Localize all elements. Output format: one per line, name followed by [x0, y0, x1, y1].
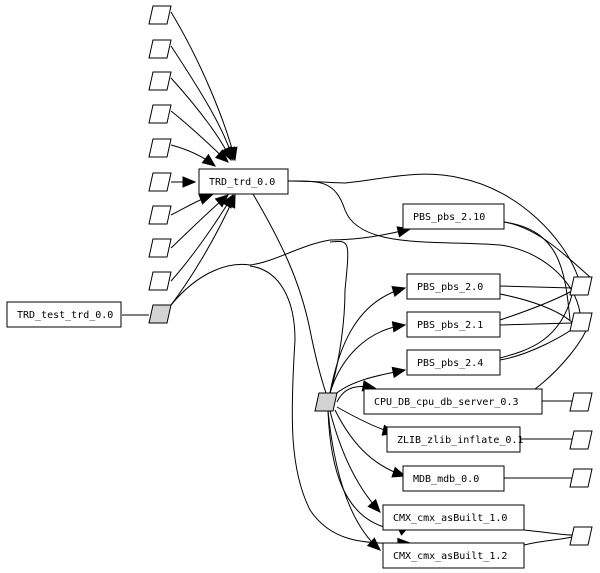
- arrowhead-icon: [391, 466, 407, 478]
- node-label: PBS_pbs_2.4: [417, 358, 483, 369]
- node-label: PBS_pbs_2.10: [413, 212, 485, 223]
- arrowhead-icon: [366, 537, 381, 551]
- edge: [503, 221, 571, 321]
- node-label: MDB_mdb_0.0: [413, 474, 479, 485]
- arrowhead-icon: [220, 146, 232, 162]
- node-pbs-2-1[interactable]: PBS_pbs_2.1: [406, 311, 501, 338]
- node-label: PBS_pbs_2.0: [417, 282, 483, 293]
- node-box: [198, 168, 289, 195]
- node-box: [6, 301, 122, 328]
- node-box: [402, 465, 505, 492]
- node-pbs-2-0[interactable]: PBS_pbs_2.0: [406, 273, 501, 300]
- edge: [503, 221, 591, 278]
- node-label: TRD_test_trd_0.0: [17, 310, 113, 321]
- leaf-node[interactable]: [148, 138, 172, 158]
- edge: [329, 410, 381, 513]
- arrowhead-icon: [224, 193, 236, 209]
- node-label: CMX_cmx_asBuilt_1.0: [393, 513, 507, 524]
- arrowhead-icon: [182, 176, 197, 188]
- node-box: [406, 311, 501, 338]
- edge: [287, 173, 579, 278]
- leaf-node[interactable]: [148, 71, 172, 91]
- node-trd[interactable]: TRD_trd_0.0: [198, 168, 289, 195]
- edge: [499, 293, 576, 326]
- hub-node[interactable]: [148, 304, 172, 324]
- arrowhead-icon: [391, 321, 407, 333]
- node-box: [363, 388, 543, 415]
- node-box: [402, 203, 505, 230]
- edge: [499, 294, 573, 359]
- node-cmx-1-2[interactable]: CMX_cmx_asBuilt_1.2: [382, 542, 525, 569]
- node-box: [406, 273, 501, 300]
- leaf-node[interactable]: [569, 392, 593, 412]
- arrowhead-icon: [198, 194, 214, 205]
- arrowhead-icon: [391, 366, 407, 379]
- leaf-node[interactable]: [569, 468, 593, 488]
- edge: [499, 285, 573, 289]
- edge: [170, 11, 236, 161]
- edge: [499, 322, 573, 326]
- leaf-node[interactable]: [569, 526, 593, 546]
- leaf-node[interactable]: [569, 276, 593, 296]
- leaf-node[interactable]: [148, 5, 172, 25]
- leaf-node[interactable]: [148, 238, 172, 258]
- arrowhead-icon: [391, 285, 407, 297]
- edge: [329, 287, 406, 394]
- arrowhead-icon: [201, 153, 217, 167]
- leaf-node[interactable]: [148, 271, 172, 291]
- node-label: PBS_pbs_2.1: [417, 320, 483, 331]
- node-box: [382, 504, 525, 531]
- edge: [170, 228, 411, 306]
- node-label: ZLIB_zlib_inflate_0.1: [397, 435, 523, 446]
- leaf-node[interactable]: [569, 430, 593, 450]
- node-label: CMX_cmx_asBuilt_1.2: [393, 551, 507, 562]
- node-zlib[interactable]: ZLIB_zlib_inflate_0.1: [386, 426, 523, 453]
- edge: [170, 45, 234, 161]
- edge: [249, 265, 411, 544]
- leaf-node[interactable]: [148, 172, 172, 192]
- leaf-node[interactable]: [569, 312, 593, 332]
- edge: [523, 536, 573, 546]
- edge: [287, 180, 581, 314]
- edge: [523, 529, 573, 536]
- node-label: TRD_trd_0.0: [209, 177, 275, 188]
- arrowhead-icon: [367, 498, 381, 513]
- node-mdb[interactable]: MDB_mdb_0.0: [402, 465, 505, 492]
- edge: [329, 240, 349, 394]
- node-label: CPU_DB_cpu_db_server_0.3: [374, 397, 519, 408]
- node-trd-test[interactable]: TRD_test_trd_0.0: [6, 301, 122, 328]
- leaf-node[interactable]: [148, 39, 172, 59]
- hub-node[interactable]: [314, 392, 338, 412]
- edge: [499, 290, 573, 321]
- node-pbs-2-4[interactable]: PBS_pbs_2.4: [406, 349, 501, 376]
- node-cpu-db[interactable]: CPU_DB_cpu_db_server_0.3: [363, 388, 543, 415]
- node-box: [386, 426, 521, 453]
- node-box: [382, 542, 525, 569]
- node-cmx-1-0[interactable]: CMX_cmx_asBuilt_1.0: [382, 504, 525, 531]
- leaf-node[interactable]: [148, 205, 172, 225]
- arrowhead-icon: [214, 149, 229, 163]
- edges: [122, 11, 591, 551]
- edge: [170, 194, 236, 306]
- node-pbs-2-10[interactable]: PBS_pbs_2.10: [402, 203, 505, 230]
- edge: [252, 193, 327, 394]
- leaf-node[interactable]: [148, 104, 172, 124]
- node-box: [406, 349, 501, 376]
- edge: [170, 194, 234, 282]
